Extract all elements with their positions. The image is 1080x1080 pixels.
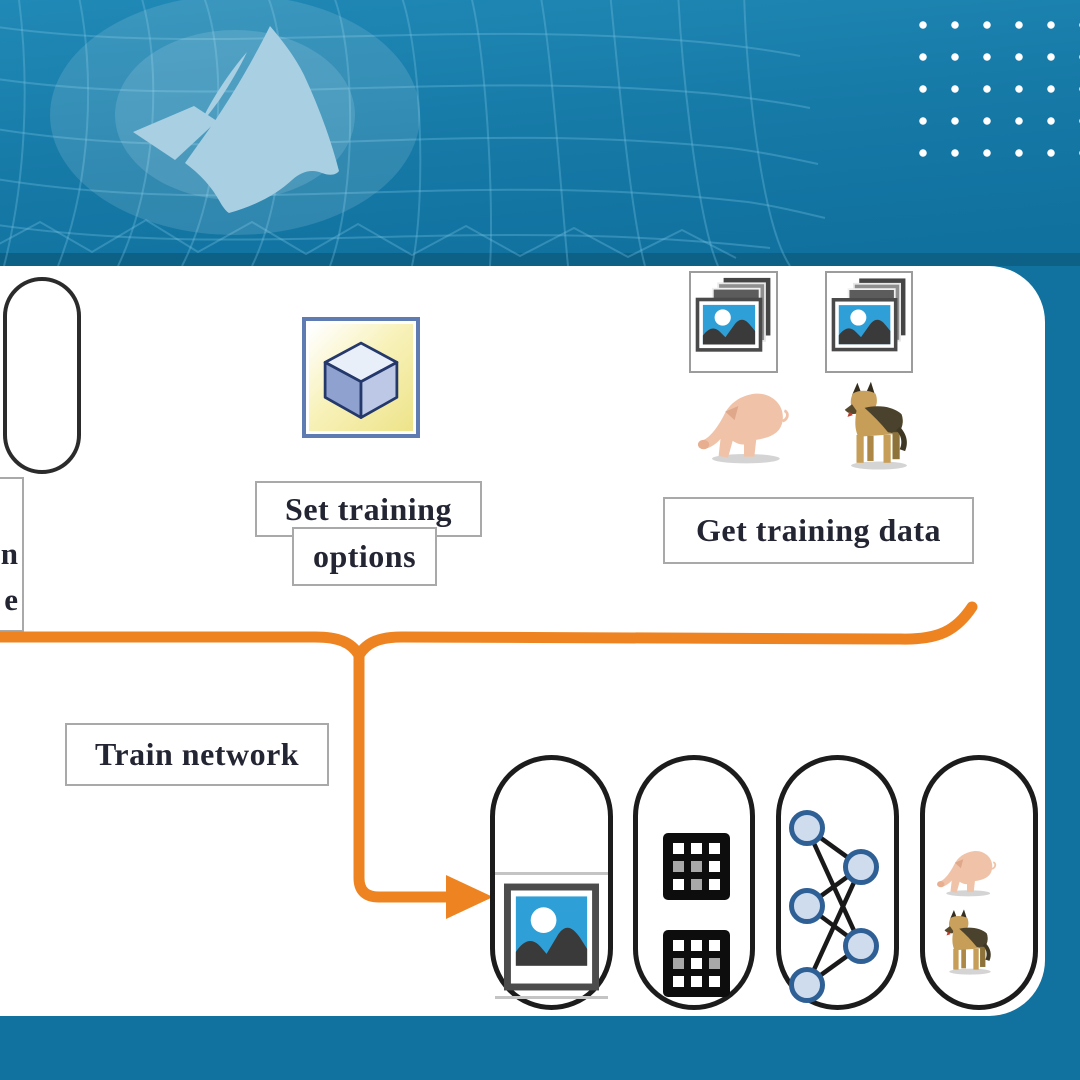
train-network-label: Train network — [94, 736, 300, 772]
train-network-label-box: Train network — [65, 723, 329, 786]
get-training-data-label: Get training data — [696, 512, 941, 548]
dog-figure-icon-small — [943, 908, 997, 975]
banner-art — [0, 0, 1080, 266]
dot-grid-pattern — [907, 9, 1080, 169]
pill-divider-bottom — [495, 996, 608, 999]
matlab-logo-icon — [133, 26, 339, 213]
pig-figure-icon — [697, 378, 791, 466]
pill-divider-top — [495, 872, 608, 875]
clipped-label-line1: n — [0, 536, 18, 571]
image-stack-glyph — [829, 275, 909, 369]
image-stack-glyph — [693, 275, 774, 369]
options-label: options — [312, 538, 417, 574]
cube-glyph — [323, 341, 399, 419]
conv-filter-grid-top — [663, 833, 730, 900]
get-training-data-label-box: Get training data — [663, 497, 974, 564]
clipped-label-line2: e — [4, 582, 18, 617]
neural-network-icon — [789, 810, 879, 1003]
dog-figure-icon — [843, 380, 915, 470]
set-training-label: Set training — [285, 490, 452, 527]
clipped-left-label: n e — [0, 477, 24, 632]
network-block-cube-icon — [302, 317, 420, 438]
workflow-pill-empty — [3, 277, 81, 474]
image-stack-icon-right — [825, 271, 913, 373]
banner — [0, 0, 1080, 266]
banner-bottom-edge — [0, 253, 1080, 266]
pig-figure-icon-small — [935, 842, 999, 897]
conv-filter-grid-bottom — [663, 930, 730, 997]
options-label-box: options — [292, 527, 437, 586]
image-thumbnail-icon — [503, 882, 600, 992]
image-stack-icon-left — [689, 271, 778, 373]
